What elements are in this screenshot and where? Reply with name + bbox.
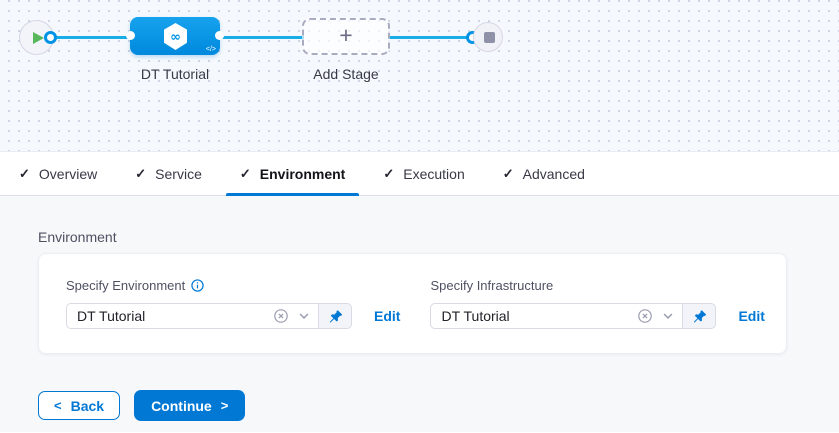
footer-actions: < Back Continue > <box>38 390 801 421</box>
pipeline-canvas[interactable]: ∞ </> DT Tutorial + Add Stage <box>0 0 839 152</box>
add-stage-label: Add Stage <box>313 66 379 82</box>
environment-card: Specify Environment <box>38 253 787 354</box>
edit-environment-link[interactable]: Edit <box>374 308 401 324</box>
add-stage-button[interactable]: + <box>302 18 390 55</box>
edge-addstage-to-end <box>388 36 474 39</box>
check-icon: ✓ <box>383 165 395 181</box>
field-label-text: Specify Infrastructure <box>430 278 554 293</box>
stop-icon <box>483 31 495 43</box>
section-title: Environment <box>38 229 117 245</box>
tab-advanced[interactable]: ✓ Advanced <box>484 152 604 195</box>
tab-overview[interactable]: ✓ Overview <box>0 152 116 195</box>
chevron-right-icon: > <box>220 398 229 413</box>
code-icon: </> <box>205 46 216 53</box>
pin-button[interactable] <box>683 303 717 329</box>
tab-service[interactable]: ✓ Service <box>116 152 221 195</box>
stage-node-label: DT Tutorial <box>140 66 210 82</box>
plus-icon: + <box>339 22 353 48</box>
edit-infrastructure-link[interactable]: Edit <box>738 308 765 324</box>
continue-button-label: Continue <box>151 397 212 414</box>
tab-label: Advanced <box>522 165 585 182</box>
infrastructure-field-group: Specify Infrastructure <box>430 278 765 329</box>
check-icon: ✓ <box>239 165 251 181</box>
tab-execution[interactable]: ✓ Execution <box>364 152 483 195</box>
stage-node-dt-tutorial[interactable]: ∞ </> <box>126 17 224 55</box>
chevron-down-icon[interactable] <box>662 310 674 322</box>
environment-select-input[interactable] <box>77 308 273 324</box>
chevron-down-icon[interactable] <box>298 310 310 322</box>
tab-label: Service <box>155 165 202 182</box>
play-icon <box>33 31 44 44</box>
pipeline-start-node[interactable] <box>19 20 54 55</box>
back-button-label: Back <box>70 397 105 414</box>
environment-field-label: Specify Environment <box>66 278 352 293</box>
cd-hexagon-infinity-icon: ∞ <box>163 22 187 50</box>
stage-right-port <box>215 31 224 40</box>
chevron-left-icon: < <box>54 398 62 413</box>
tab-environment[interactable]: ✓ Environment <box>221 152 364 196</box>
check-icon: ✓ <box>19 165 30 181</box>
tab-label: Environment <box>259 165 346 182</box>
check-icon: ✓ <box>135 165 147 181</box>
back-button[interactable]: < Back <box>38 391 121 420</box>
environment-select[interactable] <box>66 303 319 329</box>
check-icon: ✓ <box>502 165 514 181</box>
continue-button[interactable]: Continue > <box>134 390 246 421</box>
infinity-glyph: ∞ <box>170 30 181 45</box>
pin-icon <box>329 309 342 322</box>
clear-icon[interactable] <box>273 308 289 324</box>
field-label-text: Specify Environment <box>66 278 186 293</box>
start-connector-port <box>44 31 57 44</box>
tab-label: Execution <box>403 165 465 182</box>
info-icon[interactable] <box>191 279 204 292</box>
clear-icon[interactable] <box>637 308 653 324</box>
edge-stage-to-addstage <box>218 36 304 39</box>
infrastructure-select[interactable] <box>430 303 684 329</box>
pipeline-end-node[interactable] <box>473 22 503 52</box>
infrastructure-select-input[interactable] <box>441 308 638 324</box>
stage-left-port <box>126 31 135 40</box>
edge-start-to-stage <box>40 36 136 39</box>
environment-field-group: Specify Environment <box>66 278 400 329</box>
tab-label: Overview <box>38 165 98 182</box>
stage-config-tabs: ✓ Overview ✓ Service ✓ Environment ✓ Exe… <box>0 152 839 196</box>
pin-button[interactable] <box>319 303 352 329</box>
infrastructure-field-label: Specify Infrastructure <box>430 278 716 293</box>
pin-icon <box>693 309 706 322</box>
environment-tab-panel: Environment Specify Environment <box>0 196 839 432</box>
